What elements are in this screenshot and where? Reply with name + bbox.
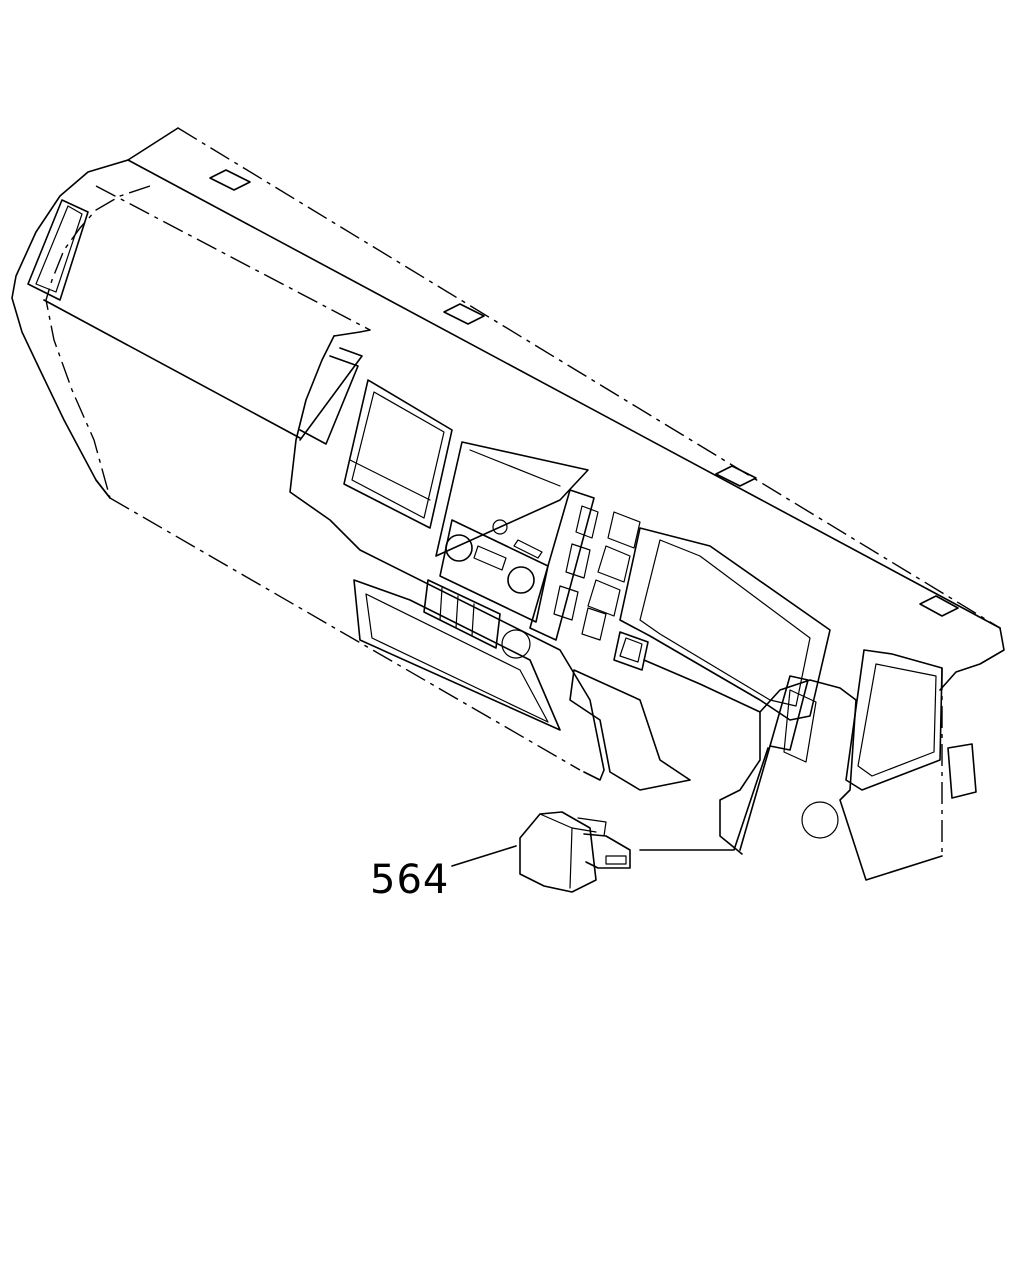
callout-label: 564: [370, 857, 449, 903]
callout-564: 564: [370, 845, 517, 903]
center-vent-right: [435, 441, 589, 557]
dashboard-assembly: [11, 127, 1005, 881]
lower-right-knob: [801, 801, 839, 839]
left-vent: [27, 199, 89, 301]
power-outlet: [501, 629, 531, 659]
switch-terminal: [583, 833, 631, 869]
dashboard-top-front-edge: [127, 159, 1001, 629]
part-564-switch: [519, 811, 631, 893]
switch-body: [519, 811, 597, 893]
center-vent-left: [343, 379, 453, 529]
installation-leader-line: [639, 747, 769, 851]
dashboard-bottom-edge: [109, 497, 581, 771]
mount-tab-3: [715, 465, 757, 487]
mount-tab-4: [919, 595, 959, 617]
mounting-bracket: [769, 675, 809, 751]
steering-column-opening: [569, 669, 691, 791]
dashboard-left-end: [11, 159, 129, 499]
radio-panel: [439, 519, 549, 623]
left-knob: [445, 534, 473, 562]
glove-box: [353, 579, 561, 731]
center-console-frame: [289, 335, 605, 781]
right-connector: [947, 743, 977, 799]
hazard-button: [613, 631, 649, 671]
switch-column-left: [529, 489, 595, 641]
right-knob: [507, 566, 535, 594]
mount-tab-1: [209, 169, 251, 191]
small-knob: [492, 519, 508, 535]
dashboard-top-back-edge: [177, 127, 1001, 629]
mount-tab-2: [443, 303, 485, 325]
lower-switch-bank: [423, 579, 501, 649]
instrument-cluster: [619, 527, 831, 721]
callout-leader-line: [451, 845, 517, 867]
right-vent: [845, 649, 943, 791]
